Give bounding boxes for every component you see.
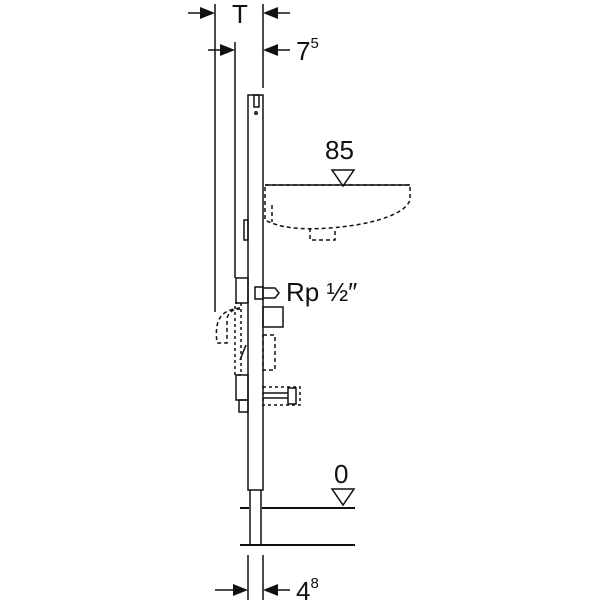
offset-label: 75 bbox=[296, 35, 319, 66]
basin-level-marker bbox=[330, 169, 356, 188]
fittings bbox=[215, 277, 301, 413]
washbasin bbox=[264, 184, 411, 241]
floor-lines bbox=[240, 507, 355, 546]
dimension-arrows bbox=[188, 7, 290, 596]
foot-offset-label: 48 bbox=[296, 575, 319, 600]
offset-superscript: 5 bbox=[310, 35, 319, 52]
floor-level-label: 0 bbox=[334, 459, 349, 489]
dimension-lines bbox=[214, 4, 264, 600]
frame bbox=[243, 94, 264, 545]
thread-label: Rp ½″ bbox=[286, 277, 358, 307]
foot-offset-value: 4 bbox=[296, 576, 311, 600]
floor-level-marker bbox=[330, 488, 356, 507]
offset-value: 7 bbox=[296, 36, 311, 66]
basin-height-label: 85 bbox=[325, 135, 354, 165]
depth-label: T bbox=[232, 0, 248, 29]
foot-offset-superscript: 8 bbox=[310, 575, 319, 592]
